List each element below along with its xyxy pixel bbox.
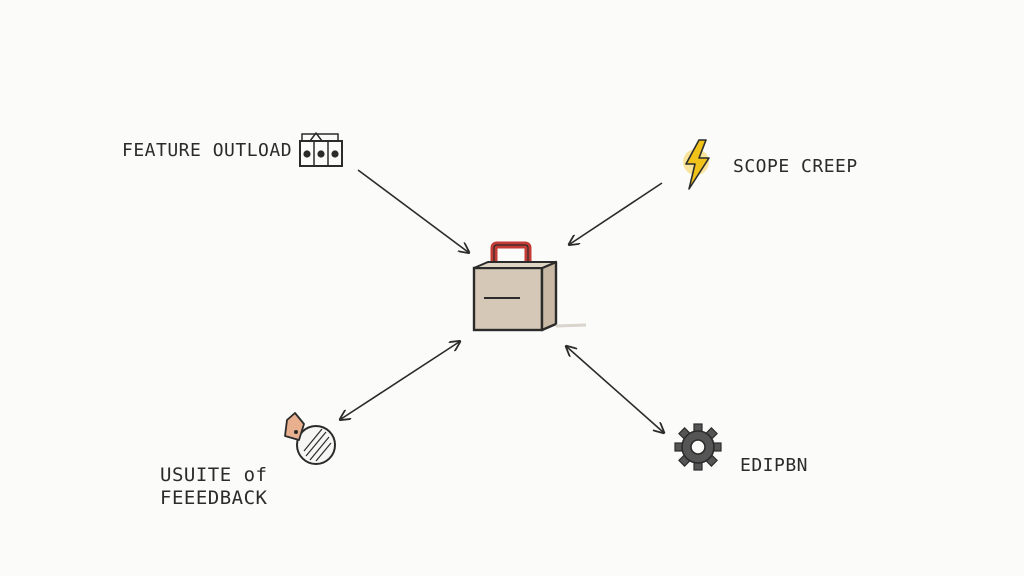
- node-label-feedback: USUITE of FEEEDBACK: [160, 464, 320, 510]
- arrow-scope-to-toolbox: [570, 182, 663, 244]
- node-label-feedback-line1: USUITE of: [160, 464, 268, 486]
- gear-icon: [674, 423, 722, 471]
- feedback-tag-icon: [284, 412, 336, 465]
- node-label-scope-creep: SCOPE CREEP: [733, 156, 858, 177]
- blocks-icon: [299, 132, 343, 167]
- arrow-toolbox-feedback: [341, 342, 459, 419]
- node-label-feedback-line2: FEEEDBACK: [160, 486, 268, 509]
- toolbox-icon: [472, 241, 587, 332]
- arrow-feature-to-toolbox: [357, 169, 468, 252]
- node-label-edipbn: EDIPBN: [740, 455, 809, 476]
- lightning-icon: [683, 139, 710, 190]
- node-label-feature-outload: FEATURE OUTLOAD: [122, 140, 293, 161]
- arrow-toolbox-edipbn: [567, 347, 663, 432]
